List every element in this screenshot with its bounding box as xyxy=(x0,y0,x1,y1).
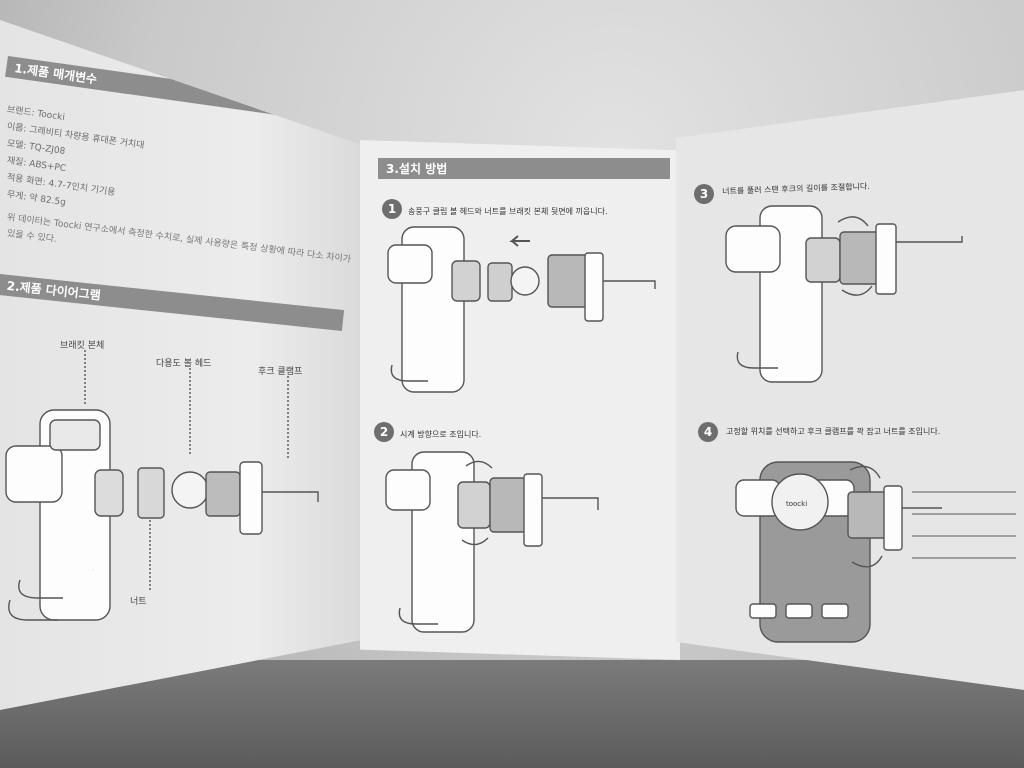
step-4-illustration xyxy=(730,452,1020,652)
step-number-text: 2 xyxy=(380,425,388,439)
device-brand-logo: toocki xyxy=(786,500,807,508)
section-title-text: 3.설치 방법 xyxy=(386,162,447,176)
step-number-text: 4 xyxy=(704,425,712,439)
step-3-instruction: 너트를 풀러 스탠 후크의 길이를 조절합니다. xyxy=(722,181,870,197)
step-2-illustration xyxy=(380,448,670,638)
spec-note-line1: 위 데이터는 Toocki 연구소에서 측정한 수치로, 실제 사용량은 특정 … xyxy=(6,210,351,265)
manual-middle-page: 3.설치 방법 1 송풍구 클립 볼 헤드와 너트를 브래킷 본체 뒷면에 끼웁… xyxy=(360,140,680,660)
manual-right-page: 3 너트를 풀러 스탠 후크의 길이를 조절합니다. 4 고정할 위치를 선택하… xyxy=(676,90,1024,690)
section-title-text: 2.제품 다이어그램 xyxy=(6,279,101,303)
exploded-diagram-illustration xyxy=(0,350,360,650)
section-title-installation: 3.설치 방법 xyxy=(378,158,670,179)
step-number-text: 3 xyxy=(700,187,708,201)
step-3-illustration xyxy=(716,202,1016,392)
step-2-instruction: 시계 방향으로 조입니다. xyxy=(400,429,481,440)
step-number-3: 3 xyxy=(694,184,714,204)
step-1-illustration xyxy=(380,225,670,395)
section-title-text: 1.제품 매개변수 xyxy=(13,61,97,86)
step-number-1: 1 xyxy=(382,199,402,219)
bleed-through-text: · xyxy=(90,560,96,581)
spec-note-line2: 있을 수 있다. xyxy=(6,226,57,245)
section-title-diagram: 2.제품 다이어그램 xyxy=(0,274,344,331)
step-number-text: 1 xyxy=(388,202,396,216)
step-number-4: 4 xyxy=(698,422,718,442)
step-4-instruction: 고정할 위치를 선택하고 후크 클램프를 꽉 잡고 너트를 조입니다. xyxy=(726,426,940,437)
step-1-instruction: 송풍구 클립 볼 헤드와 너트를 브래킷 본체 뒷면에 끼웁니다. xyxy=(408,206,608,217)
step-number-2: 2 xyxy=(374,422,394,442)
